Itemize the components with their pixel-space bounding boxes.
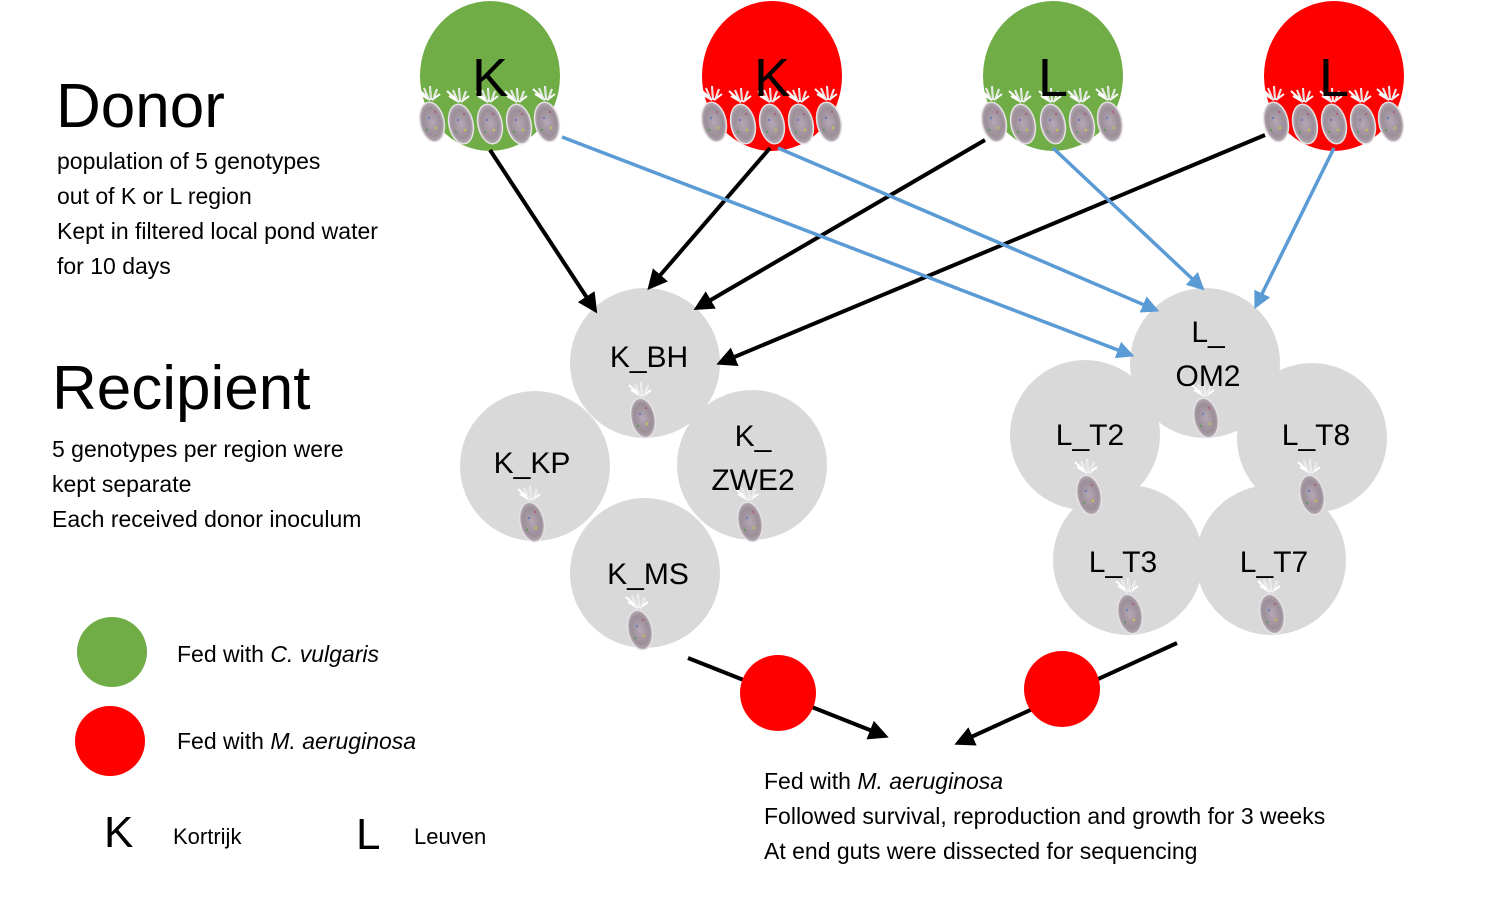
legend-green-species: C. vulgaris — [270, 641, 379, 667]
legend-red-circle — [75, 706, 145, 776]
donor-letter: L — [1038, 48, 1068, 108]
recipient-label-l-t7: L_T7 — [1240, 546, 1308, 579]
arrow-k-cv-to-l-om2 — [561, 135, 1135, 359]
recipient-cluster-l — [1010, 288, 1387, 635]
recipient-label-k-bh: K_BH — [610, 341, 688, 374]
recipient-description-line: 5 genotypes per region were — [52, 436, 344, 462]
recipient-circle-k-bh — [570, 288, 720, 438]
arrow-l-ma-to-k-bh — [716, 133, 1266, 367]
recipient-circle-l-t3 — [1053, 485, 1203, 635]
legend-l-name: Leuven — [414, 824, 487, 849]
donor-description-line: out of K or L region — [57, 183, 252, 209]
outcome-line-sequencing: At end guts were dissected for sequencin… — [764, 838, 1198, 864]
donor-title: Donor — [56, 72, 225, 141]
maeruginosa-marker — [1024, 651, 1100, 727]
recipient-circle-l-t7 — [1196, 485, 1346, 635]
recipient-label-l-om2-line1: L_ — [1191, 316, 1226, 349]
recipient-description-line: Each received donor inoculum — [52, 506, 362, 532]
donor-description-line: for 10 days — [57, 253, 171, 279]
recipient-cluster-k — [460, 288, 827, 648]
recipient-circle-l-t2 — [1010, 360, 1160, 510]
legend-green-circle — [77, 617, 147, 687]
recipient-label-k-ms: K_MS — [607, 558, 689, 591]
donor-letter: K — [754, 48, 790, 108]
outcome-food-species: M. aeruginosa — [857, 768, 1004, 794]
recipient-circle-k-zwe2 — [677, 390, 827, 540]
recipient-description-line: kept separate — [52, 471, 192, 497]
recipient-label-l-om2-line2: OM2 — [1175, 360, 1240, 393]
legend-k-name: Kortrijk — [173, 824, 242, 849]
recipient-circle-l-t8 — [1237, 363, 1387, 513]
arrow-l-cv-to-l-om2 — [1051, 146, 1205, 291]
donor-letter: L — [1319, 48, 1349, 108]
outcome-line-followup: Followed survival, reproduction and grow… — [764, 803, 1326, 829]
donor-letter: K — [472, 48, 508, 108]
legend-green-label: Fed with C. vulgaris — [177, 641, 379, 668]
recipient-label-l-t3: L_T3 — [1089, 546, 1157, 579]
recipient-circle-k-ms — [570, 498, 720, 648]
outcome-line-food: Fed with M. aeruginosa — [764, 764, 1003, 799]
legend-green-prefix: Fed with — [177, 641, 271, 667]
donor-description-line: Kept in filtered local pond water — [57, 218, 378, 244]
arrow-l-ma-to-l-om2 — [1254, 147, 1336, 310]
recipient-label-l-t2: L_T2 — [1056, 419, 1124, 452]
arrow-k-ma-to-k-bh — [647, 146, 772, 291]
recipient-title: Recipient — [52, 354, 311, 423]
outcome-arrow-l — [954, 641, 1178, 746]
recipient-label-k-kp: K_KP — [494, 447, 571, 480]
arrow-k-ma-to-l-om2 — [777, 146, 1160, 313]
recipient-label-k-zwe2-line2: ZWE2 — [711, 464, 794, 497]
outcome-arrow-k — [687, 655, 889, 740]
maeruginosa-marker — [740, 655, 816, 731]
recipient-label-l-t8: L_T8 — [1282, 419, 1350, 452]
arrows-to-l-om2 — [561, 135, 1336, 359]
arrows-to-k-bh — [488, 133, 1266, 367]
recipient-circle-k-kp — [460, 391, 610, 541]
legend-red-label: Fed with M. aeruginosa — [177, 728, 416, 755]
donor-description-line: population of 5 genotypes — [57, 148, 321, 174]
recipient-label-k-zwe2-line1: K_ — [735, 420, 773, 453]
arrow-l-cv-to-k-bh — [693, 138, 987, 311]
legend-l-letter: L — [356, 810, 381, 859]
recipient-circle-l-om2 — [1130, 288, 1280, 438]
arrow-k-cv-to-k-bh — [488, 148, 598, 314]
legend-k-letter: K — [104, 808, 134, 857]
legend-red-prefix: Fed with — [177, 728, 271, 754]
legend-red-species: M. aeruginosa — [270, 728, 417, 754]
outcome-food-prefix: Fed with — [764, 768, 858, 794]
